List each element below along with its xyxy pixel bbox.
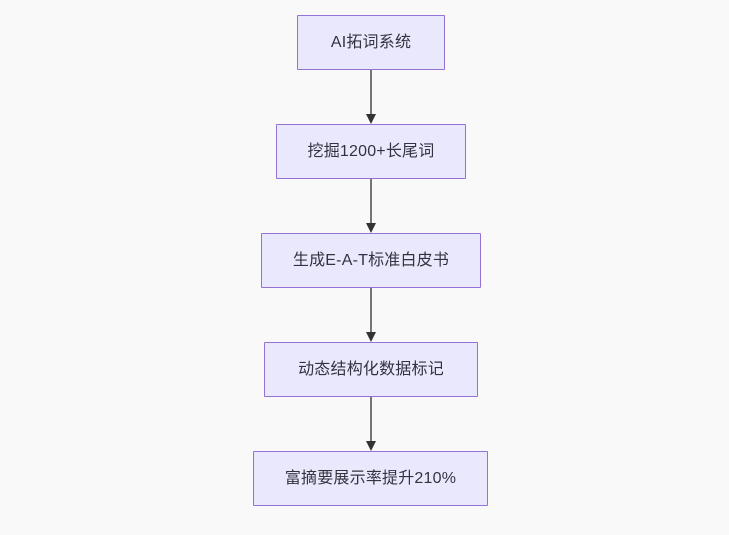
flowchart-node-generate-eat-whitepaper[interactable]: 生成E-A-T标准白皮书 [261, 233, 481, 288]
node-label: 生成E-A-T标准白皮书 [292, 251, 450, 269]
node-label: 挖掘1200+长尾词 [307, 142, 435, 160]
arrowhead-icon [365, 114, 376, 124]
edge-line [370, 179, 372, 223]
edge-line [370, 70, 372, 114]
flowchart-node-ai-keyword-system[interactable]: AI拓词系统 [297, 15, 445, 70]
node-label: AI拓词系统 [330, 33, 412, 51]
node-label: 富摘要展示率提升210% [284, 469, 457, 487]
flowchart-node-dynamic-structured-data-markup[interactable]: 动态结构化数据标记 [264, 342, 478, 397]
flowchart-node-mine-longtail-keywords[interactable]: 挖掘1200+长尾词 [276, 124, 466, 179]
arrowhead-icon [365, 223, 376, 233]
arrowhead-icon [365, 332, 376, 342]
edge-n3-n4 [365, 288, 376, 342]
edge-n2-n3 [365, 179, 376, 233]
flowchart-node-rich-snippet-rate-increase[interactable]: 富摘要展示率提升210% [253, 451, 488, 506]
edge-line [370, 397, 372, 441]
arrowhead-icon [365, 441, 376, 451]
edge-n1-n2 [365, 70, 376, 124]
edge-n4-n5 [365, 397, 376, 451]
node-label: 动态结构化数据标记 [298, 360, 444, 378]
edge-line [370, 288, 372, 332]
